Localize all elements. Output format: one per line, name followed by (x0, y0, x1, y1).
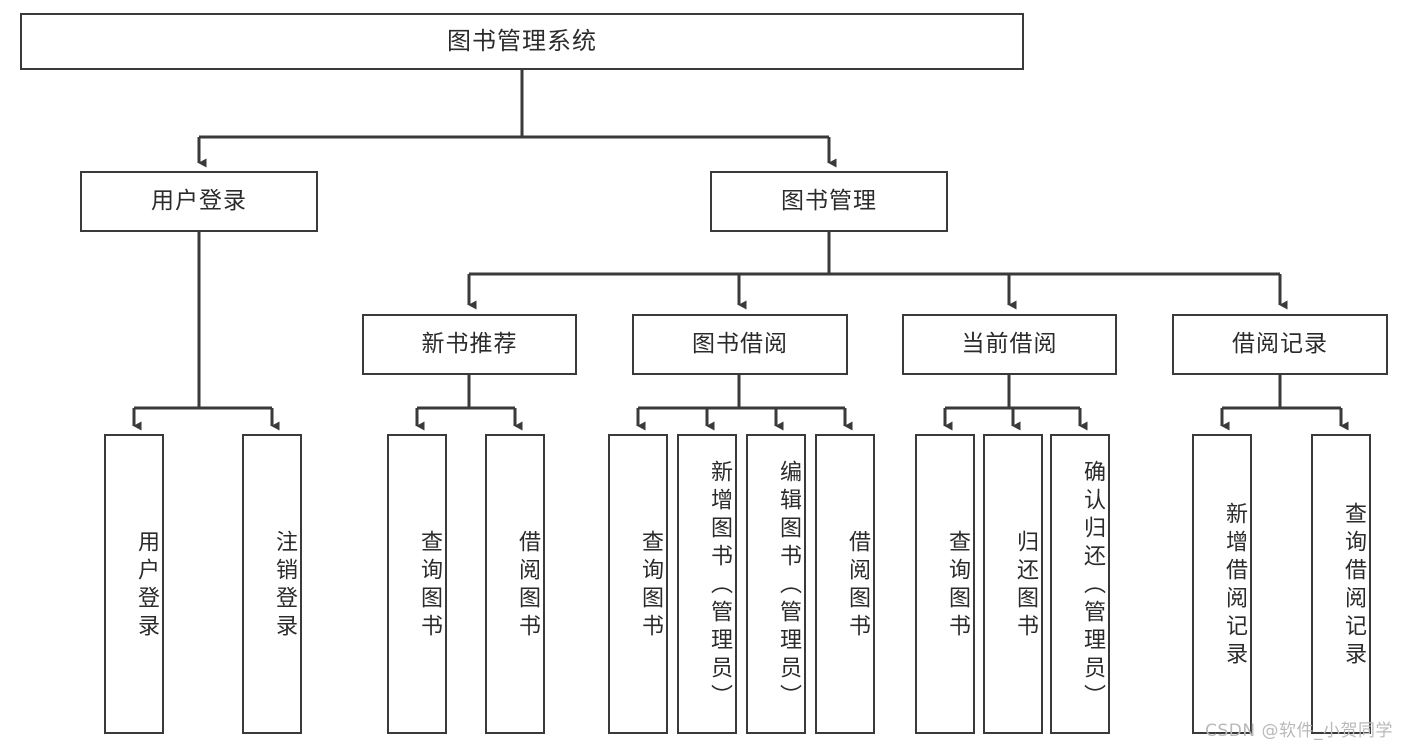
leaf-edit-book-admin[interactable]: 编辑图书（管理员） (746, 434, 806, 734)
leaf-add-borrow-record[interactable]: 新增借阅记录 (1192, 434, 1252, 734)
node-borrow-record[interactable]: 借阅记录 (1172, 314, 1388, 375)
node-current-borrow[interactable]: 当前借阅 (902, 314, 1117, 375)
leaf-return-book[interactable]: 归还图书 (983, 434, 1043, 734)
node-label: 用户登录 (134, 530, 159, 642)
leaf-logout[interactable]: 注销登录 (242, 434, 302, 734)
node-label: 图书借阅 (692, 331, 788, 358)
node-label: 图书管理系统 (447, 26, 597, 55)
node-root-system[interactable]: 图书管理系统 (20, 13, 1024, 70)
node-book-management[interactable]: 图书管理 (710, 171, 948, 232)
node-label: 图书管理 (781, 188, 877, 215)
leaf-add-book-admin[interactable]: 新增图书（管理员） (677, 434, 737, 734)
node-new-book-recommend[interactable]: 新书推荐 (362, 314, 577, 375)
node-label: 用户登录 (151, 188, 247, 215)
node-label: 查询图书 (945, 530, 970, 642)
node-label: 归还图书 (1013, 530, 1038, 642)
leaf-confirm-return-admin[interactable]: 确认归还（管理员） (1050, 434, 1110, 734)
leaf-query-book-borrow[interactable]: 查询图书 (608, 434, 668, 734)
node-book-borrow[interactable]: 图书借阅 (632, 314, 848, 375)
node-label: 借阅记录 (1232, 331, 1328, 358)
node-label: 新增图书（管理员） (707, 460, 732, 712)
node-label: 借阅图书 (845, 530, 870, 642)
node-label: 当前借阅 (961, 331, 1058, 358)
leaf-query-borrow-record[interactable]: 查询借阅记录 (1311, 434, 1371, 734)
node-label: 借阅图书 (515, 530, 540, 642)
leaf-borrow-book-recommend[interactable]: 借阅图书 (485, 434, 545, 734)
node-label: 查询借阅记录 (1341, 502, 1366, 670)
node-label: 新书推荐 (421, 331, 518, 358)
node-label: 查询图书 (638, 530, 663, 642)
leaf-query-book-current[interactable]: 查询图书 (915, 434, 975, 734)
leaf-user-login[interactable]: 用户登录 (104, 434, 164, 734)
leaf-query-book-recommend[interactable]: 查询图书 (387, 434, 447, 734)
node-label: 查询图书 (417, 530, 442, 642)
node-label: 确认归还（管理员） (1080, 460, 1105, 712)
node-label: 编辑图书（管理员） (776, 460, 801, 712)
node-user-login[interactable]: 用户登录 (80, 171, 318, 232)
csdn-watermark: CSDN @软件_小贺同学 (1205, 721, 1393, 741)
node-label: 注销登录 (272, 530, 297, 642)
leaf-borrow-book[interactable]: 借阅图书 (815, 434, 875, 734)
node-label: 新增借阅记录 (1222, 502, 1247, 670)
